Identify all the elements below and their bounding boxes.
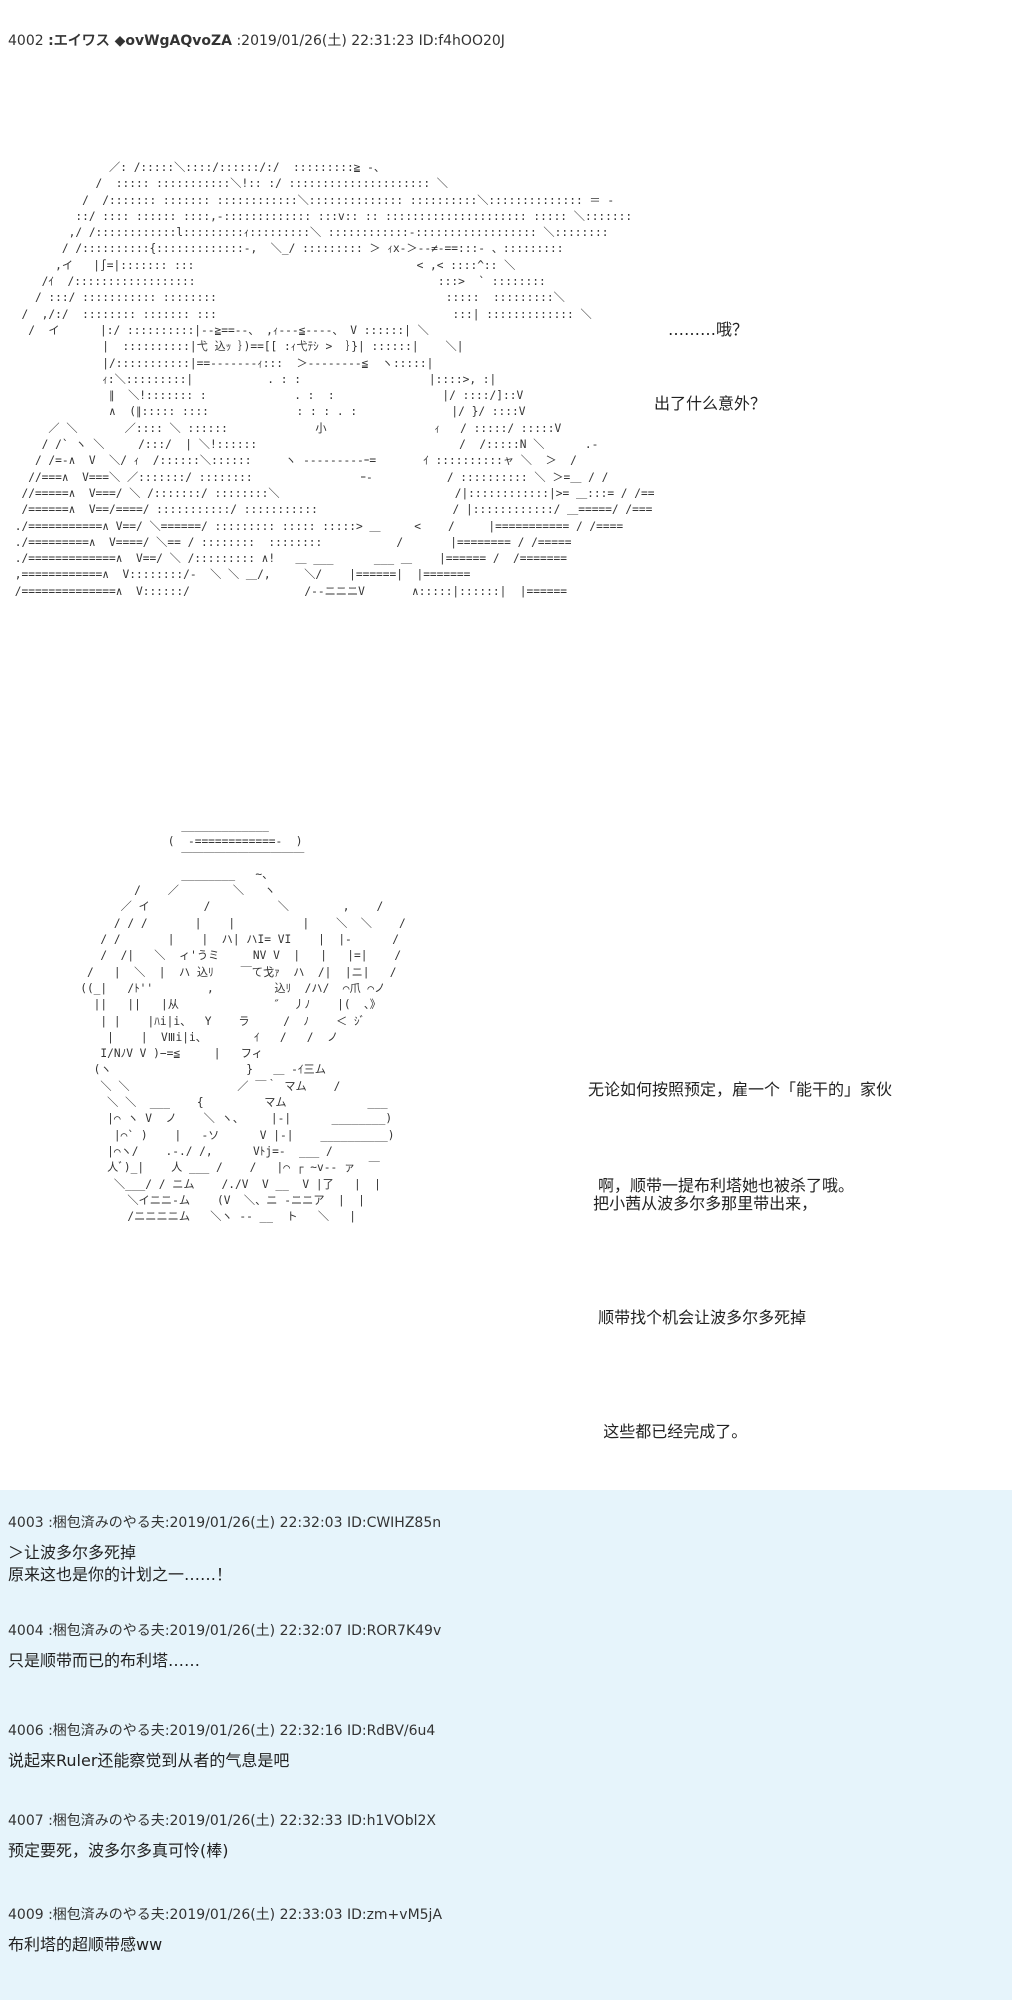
dialog-line: 出了什么意外？ — [654, 394, 767, 413]
reply-name: :梱包済みのやる夫 — [48, 1515, 165, 1531]
reply-line: 布利塔的超顺带感ww — [8, 1935, 163, 1954]
reply-id[interactable]: ID:zm+vM5jA — [346, 1907, 443, 1923]
reply-id[interactable]: ID:ROR7K49v — [346, 1623, 442, 1639]
reply-number: 4009 — [8, 1907, 44, 1923]
reply-number: 4003 — [8, 1515, 44, 1531]
reply-post: 4009 :梱包済みのやる夫:2019/01/26(土) 22:33:03 ID… — [8, 1904, 442, 1956]
reply-datetime: :2019/01/26(土) 22:32:07 — [164, 1623, 343, 1639]
main-post: 4002 :エイワス ◆ovWgAQvoZA :2019/01/26(土) 22… — [8, 30, 893, 1441]
reply-header: 4006 :梱包済みのやる夫:2019/01/26(土) 22:32:16 ID… — [8, 1720, 435, 1740]
dialog-line: ………哦？ — [668, 320, 749, 339]
reply-header: 4004 :梱包済みのやる夫:2019/01/26(土) 22:32:07 ID… — [8, 1620, 441, 1640]
dialog-line: 这些都已经完成了。 — [588, 1422, 748, 1441]
reply-datetime: :2019/01/26(土) 22:33:03 — [164, 1907, 343, 1923]
dialog-group-3: 啊，顺带一提布利塔她也被杀了哦。 — [598, 1176, 855, 1195]
reply-header: 4007 :梱包済みのやる夫:2019/01/26(土) 22:32:33 ID… — [8, 1810, 436, 1830]
dialog-line: 把小茜从波多尔多那里带出来， — [588, 1194, 818, 1213]
post-number: 4002 — [8, 33, 44, 49]
reply-id[interactable]: ID:h1VObl2X — [346, 1813, 436, 1829]
reply-id[interactable]: ID:RdBV/6u4 — [346, 1723, 436, 1739]
reply-name: :梱包済みのやる夫 — [48, 1623, 165, 1639]
reply-name: :梱包済みのやる夫 — [48, 1907, 165, 1923]
reply-post: 4004 :梱包済みのやる夫:2019/01/26(土) 22:32:07 ID… — [8, 1620, 441, 1672]
post-header: 4002 :エイワス ◆ovWgAQvoZA :2019/01/26(土) 22… — [8, 30, 505, 50]
dialog-group-2: 无论如何按照预定，雇一个「能干的」家伙 把小茜从波多尔多那里带出来， 顺带找个机… — [588, 995, 892, 1527]
reply-line: 说起来Ruler还能察觉到从者的气息是吧 — [8, 1751, 290, 1770]
dialog-group-1: ………哦？ 出了什么意外？ — [654, 280, 766, 454]
post-datetime: :2019/01/26(土) 22:31:23 — [236, 33, 415, 49]
reply-body: 布利塔的超顺带感ww — [8, 1934, 442, 1956]
replies-section: 4003 :梱包済みのやる夫:2019/01/26(土) 22:32:03 ID… — [0, 1490, 1012, 2000]
reply-line: 只是顺带而已的布利塔…… — [8, 1651, 201, 1670]
poster-name: :エイワス ◆ovWgAQvoZA — [48, 33, 233, 49]
reply-datetime: :2019/01/26(土) 22:32:03 — [164, 1515, 343, 1531]
reply-datetime: :2019/01/26(土) 22:32:16 — [164, 1723, 343, 1739]
reply-number: 4004 — [8, 1623, 44, 1639]
reply-datetime: :2019/01/26(土) 22:32:33 — [164, 1813, 343, 1829]
reply-post: 4006 :梱包済みのやる夫:2019/01/26(土) 22:32:16 ID… — [8, 1720, 435, 1772]
reply-header: 4003 :梱包済みのやる夫:2019/01/26(土) 22:32:03 ID… — [8, 1512, 441, 1532]
reply-number: 4007 — [8, 1813, 44, 1829]
reply-line: 预定要死，波多尔多真可怜(棒) — [8, 1841, 229, 1860]
reply-post: 4007 :梱包済みのやる夫:2019/01/26(土) 22:32:33 ID… — [8, 1810, 436, 1862]
ascii-art-bottom: _____________ ( -============- ) ￣￣￣￣￣￣￣… — [80, 819, 406, 1224]
reply-name: :梱包済みのやる夫 — [48, 1723, 165, 1739]
reply-line: ＞让波多尔多死掉 — [8, 1543, 137, 1562]
poster-id[interactable]: ID:f4hOO20J — [418, 33, 505, 49]
dialog-line: 无论如何按照预定，雇一个「能干的」家伙 — [588, 1080, 893, 1099]
reply-post: 4003 :梱包済みのやる夫:2019/01/26(土) 22:32:03 ID… — [8, 1512, 441, 1586]
reply-header: 4009 :梱包済みのやる夫:2019/01/26(土) 22:33:03 ID… — [8, 1904, 442, 1924]
reply-name: :梱包済みのやる夫 — [48, 1813, 165, 1829]
reply-body: 预定要死，波多尔多真可怜(棒) — [8, 1840, 436, 1862]
reply-number: 4006 — [8, 1723, 44, 1739]
reply-id[interactable]: ID:CWIHZ85n — [346, 1515, 442, 1531]
reply-line: 原来这也是你的计划之一……！ — [8, 1565, 233, 1584]
dialog-line: 顺带找个机会让波多尔多死掉 — [588, 1308, 807, 1327]
ascii-art-top: ／: /:::::＼::::/::::::/:/ :::::::::≧ -、 /… — [14, 161, 655, 598]
reply-body: 只是顺带而已的布利塔…… — [8, 1650, 441, 1672]
reply-body: 说起来Ruler还能察觉到从者的气息是吧 — [8, 1750, 435, 1772]
reply-body: ＞让波多尔多死掉原来这也是你的计划之一……！ — [8, 1542, 441, 1586]
